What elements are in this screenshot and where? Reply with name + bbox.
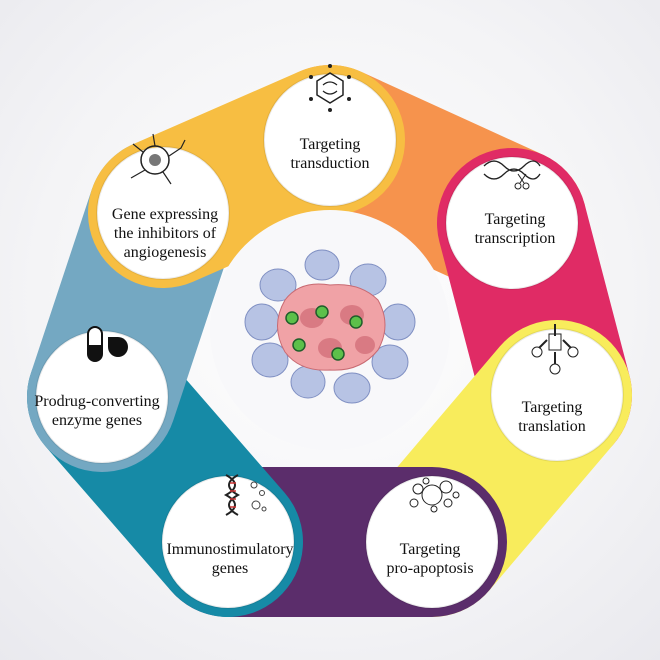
tumor-vessel-icon xyxy=(130,133,186,185)
node-bubble-pro-apoptosis xyxy=(365,475,499,609)
node-bubble-transduction xyxy=(263,73,397,207)
label-pro-apoptosis: Targeting pro-apoptosis xyxy=(386,541,474,577)
node-bubble-translation xyxy=(490,328,624,462)
tumor-cells-virus-icon xyxy=(244,249,416,404)
label-transcription: Targeting transcription xyxy=(474,211,556,247)
label-angiogenesis: Gene expressing the inhibitors of angiog… xyxy=(111,206,219,261)
node-icons xyxy=(87,64,579,516)
hexagon-dna-icon xyxy=(309,64,351,112)
trna-icon xyxy=(531,324,579,375)
node-bubble-angiogenesis xyxy=(96,146,230,280)
apoptotic-bodies-icon xyxy=(409,477,460,513)
dna-cells-icon xyxy=(223,474,267,516)
label-immunostimulatory: Immunostimulatory genes xyxy=(166,541,294,577)
label-translation: Targeting translation xyxy=(518,399,586,435)
dna-scissors-icon xyxy=(483,160,541,190)
node-bubble-transcription xyxy=(445,156,579,290)
pill-icon xyxy=(87,326,128,362)
label-prodrug: Prodrug-converting enzyme genes xyxy=(34,393,160,429)
label-transduction: Targeting transduction xyxy=(290,136,370,172)
